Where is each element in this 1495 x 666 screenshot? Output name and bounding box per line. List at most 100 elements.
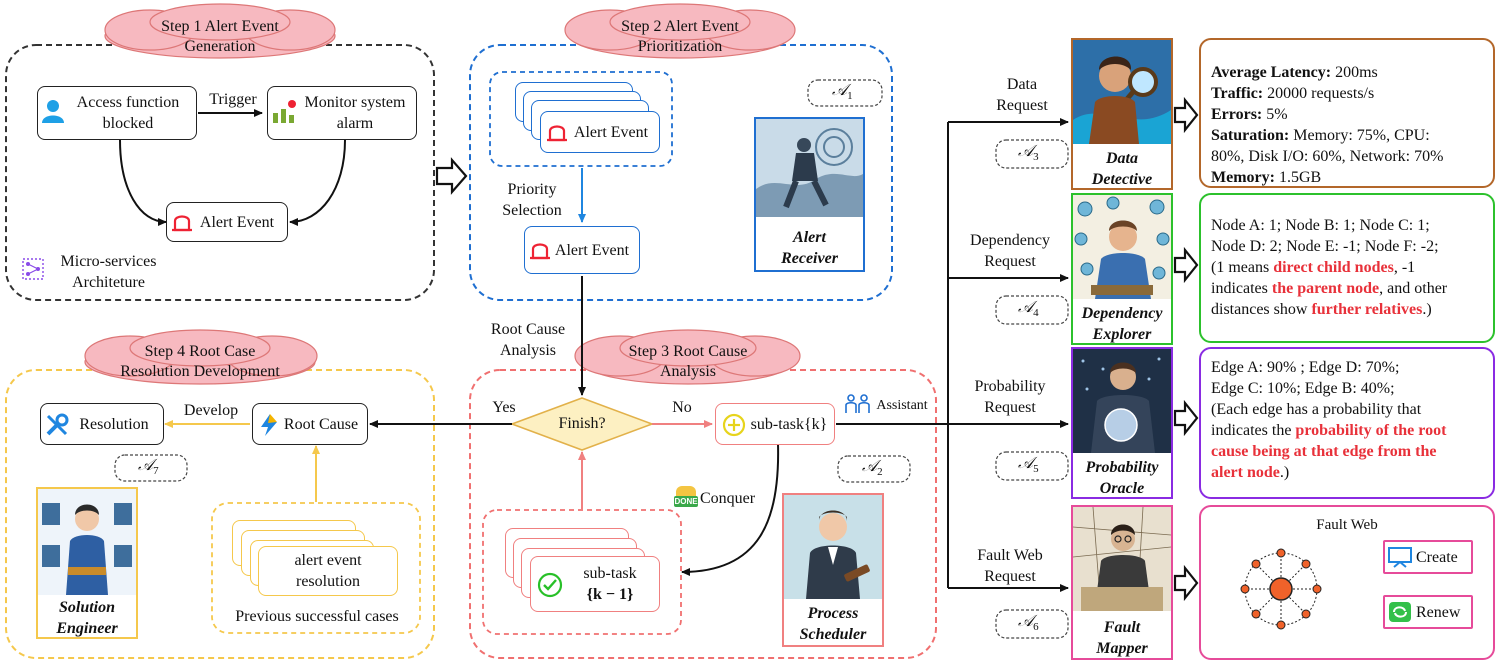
alert-card-front: Alert Event xyxy=(540,111,660,153)
step1-cloud xyxy=(104,3,336,59)
priority-line2: Selection xyxy=(502,202,562,219)
step3-title-line1: Step 3 Root Cause xyxy=(628,343,748,360)
agent7-sub: 7 xyxy=(153,465,159,478)
data-detective-card: Data Detective xyxy=(1071,38,1173,190)
alert-res-line2: resolution xyxy=(295,573,360,590)
step4-title-line2: Resolution Development xyxy=(120,363,280,380)
dep-l4c: , and other xyxy=(1379,280,1448,297)
step2-alert-event-node: Alert Event xyxy=(524,226,640,274)
agent7-letter: 𝒜 xyxy=(138,457,154,474)
plus-circle-icon xyxy=(722,413,746,437)
process-scheduler-line2: Scheduler xyxy=(799,626,867,643)
alert-receiver-name: Alert Receiver xyxy=(756,227,863,269)
probability-oracle-line1: Probability xyxy=(1085,459,1159,476)
dependency-explorer-illustration xyxy=(1073,195,1171,299)
alert-receiver-line1: Alert xyxy=(793,229,826,246)
data-req-line1: Data xyxy=(1006,76,1038,93)
errors-label: Errors: xyxy=(1211,106,1263,123)
solution-engineer-line1: Solution xyxy=(58,599,116,616)
agent1-symbol: 𝒜1 xyxy=(832,82,853,102)
monitor-line1: Monitor system xyxy=(304,94,406,111)
monitor-to-alert-arrow xyxy=(289,139,346,226)
prob-line5: cause being at that edge from the xyxy=(1211,443,1437,460)
data-detective-line2: Detective xyxy=(1091,171,1153,188)
saturation-row: Saturation: Memory: 75%, CPU: xyxy=(1211,125,1483,146)
data-metrics-box: Average Latency: 200ms Traffic: 20000 re… xyxy=(1199,38,1495,188)
process-scheduler-name: Process Scheduler xyxy=(784,603,882,645)
agent1-sub: 1 xyxy=(847,90,853,103)
step4-cloud xyxy=(84,329,318,385)
traffic-row: Traffic: 20000 requests/s xyxy=(1211,83,1483,104)
agent7-symbol: 𝒜7 xyxy=(138,457,159,477)
microservices-icon xyxy=(22,258,44,280)
agent5-letter: 𝒜 xyxy=(1018,455,1034,472)
previous-cases-label: Previous successful cases xyxy=(235,608,399,625)
process-scheduler-illustration xyxy=(784,495,882,599)
fault-req-line1: Fault Web xyxy=(977,547,1043,564)
rca-line1: Root Cause xyxy=(490,321,566,338)
fault-request-label: Fault Web Request xyxy=(962,545,1058,587)
dep-line4: indicates the parent node, and other xyxy=(1211,278,1483,299)
step4-title: Step 4 Root Case Resolution Development xyxy=(90,342,310,382)
resolution-label: Resolution xyxy=(79,415,149,433)
agent3-sub: 3 xyxy=(1033,151,1039,164)
process-scheduler-line1: Process xyxy=(807,605,859,622)
agent4-symbol: 𝒜4 xyxy=(1018,299,1039,319)
step2-title-line1: Step 2 Alert Event xyxy=(621,18,739,35)
agent2-letter: 𝒜 xyxy=(862,458,878,475)
dependency-explorer-card: Dependency Explorer xyxy=(1071,193,1173,345)
create-label: Create xyxy=(1416,548,1458,566)
prob-l4a: indicates the xyxy=(1211,422,1296,439)
probability-oracle-illustration xyxy=(1073,349,1171,453)
solution-engineer-line2: Engineer xyxy=(56,620,118,637)
step4-title-line1: Step 4 Root Case xyxy=(144,343,256,360)
done-badge-icon: DONE xyxy=(674,486,698,508)
block-arrow-data xyxy=(1173,96,1199,134)
agent3-symbol: 𝒜3 xyxy=(1018,143,1039,163)
renew-label: Renew xyxy=(1416,603,1461,621)
saturation-row2: 80%, Disk I/O: 60%, Network: 70% xyxy=(1211,148,1444,165)
fault-web-box: Fault Web Create Renew xyxy=(1199,505,1495,660)
probability-req-line2: Request xyxy=(984,399,1036,416)
tools-icon xyxy=(46,413,69,436)
alert-stack-frame xyxy=(489,71,673,167)
probability-oracle-card: Probability Oracle xyxy=(1071,347,1173,499)
resolution-node: Resolution xyxy=(40,403,164,445)
rca-line2: Analysis xyxy=(500,342,556,359)
fault-mapper-line2: Mapper xyxy=(1096,640,1148,657)
dep-l4a: indicates xyxy=(1211,280,1272,297)
step3-title-line2: Analysis xyxy=(660,363,716,380)
dependency-info-box: Node A: 1; Node B: 1; Node C: 1; Node D:… xyxy=(1199,193,1495,343)
assistant-label: Assistant xyxy=(876,398,928,413)
create-button[interactable]: Create xyxy=(1383,540,1473,574)
dependency-request-label: Dependency Request xyxy=(960,230,1060,272)
renew-button[interactable]: Renew xyxy=(1383,595,1473,629)
solution-engineer-illustration xyxy=(38,489,136,595)
fault-web-graph xyxy=(1240,548,1322,630)
rca-label: Root Cause Analysis xyxy=(478,319,578,361)
step2-title: Step 2 Alert Event Prioritization xyxy=(580,17,780,57)
data-req-line2: Request xyxy=(996,97,1048,114)
access-line1: Access function xyxy=(76,94,180,111)
process-scheduler-card: Process Scheduler xyxy=(782,493,884,647)
trigger-label: Trigger xyxy=(209,91,257,108)
probability-oracle-line2: Oracle xyxy=(1099,480,1145,497)
step1-alert-event-node: Alert Event xyxy=(166,202,288,242)
prob-line3: (Each edge has a probability that xyxy=(1211,401,1422,418)
step1-title-line2: Generation xyxy=(184,38,256,55)
subtask-prev-line2: {k − 1} xyxy=(586,586,634,603)
solution-engineer-name: Solution Engineer xyxy=(38,597,136,639)
user-icon xyxy=(42,100,64,123)
saturation-value1: Memory: 75%, CPU: xyxy=(1289,127,1430,144)
agent3-letter: 𝒜 xyxy=(1018,143,1034,160)
agent4-letter: 𝒜 xyxy=(1018,299,1034,316)
step1-alert-event-label: Alert Event xyxy=(199,213,275,231)
dep-l3a: (1 means xyxy=(1211,259,1274,276)
alert-resolution-node: alert event resolution xyxy=(258,546,398,596)
bell-icon xyxy=(172,215,192,232)
agent2-sub: 2 xyxy=(877,466,883,479)
access-to-alert-arrow xyxy=(119,139,167,226)
check-circle-icon xyxy=(537,572,563,598)
dep-l5b: further relatives xyxy=(1311,301,1423,318)
alert-res-line1: alert event xyxy=(294,552,362,569)
